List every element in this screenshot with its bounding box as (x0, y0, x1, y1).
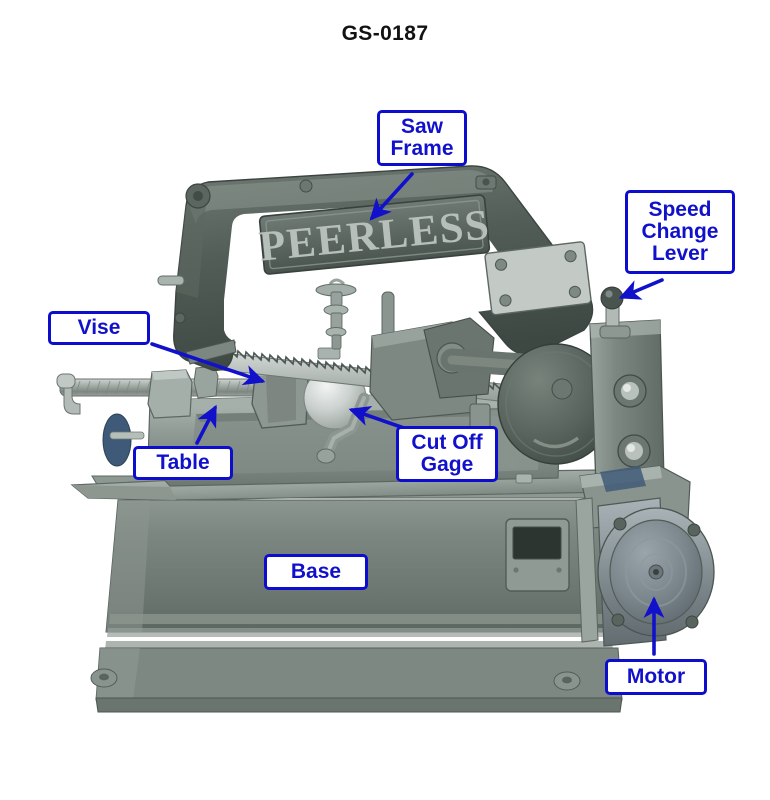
leader-table (195, 404, 217, 445)
saw-frame: PEERLESS (157, 165, 594, 371)
frame-cover-plate (484, 241, 592, 316)
leader-saw-frame (369, 172, 414, 221)
callout-cut-off-gage: Cut Off Gage (396, 426, 498, 482)
leader-vise (150, 342, 266, 386)
leader-speed-lever (618, 278, 664, 300)
callout-vise: Vise (48, 311, 150, 345)
blade-tension-screw (315, 278, 395, 350)
callout-table: Table (133, 446, 233, 480)
callout-base: Base (264, 554, 368, 590)
control-panel (505, 518, 570, 592)
gearbox (589, 286, 665, 487)
drive-pulley (497, 343, 615, 465)
callout-leaders (150, 172, 665, 656)
callout-saw-frame: Saw Frame (377, 110, 467, 166)
leader-cut-off (348, 406, 406, 430)
callout-speed-change-lever: Speed Change Lever (625, 190, 735, 274)
callout-motor: Motor (605, 659, 707, 695)
page-title: GS-0187 (341, 22, 429, 45)
machine-base (90, 475, 629, 713)
